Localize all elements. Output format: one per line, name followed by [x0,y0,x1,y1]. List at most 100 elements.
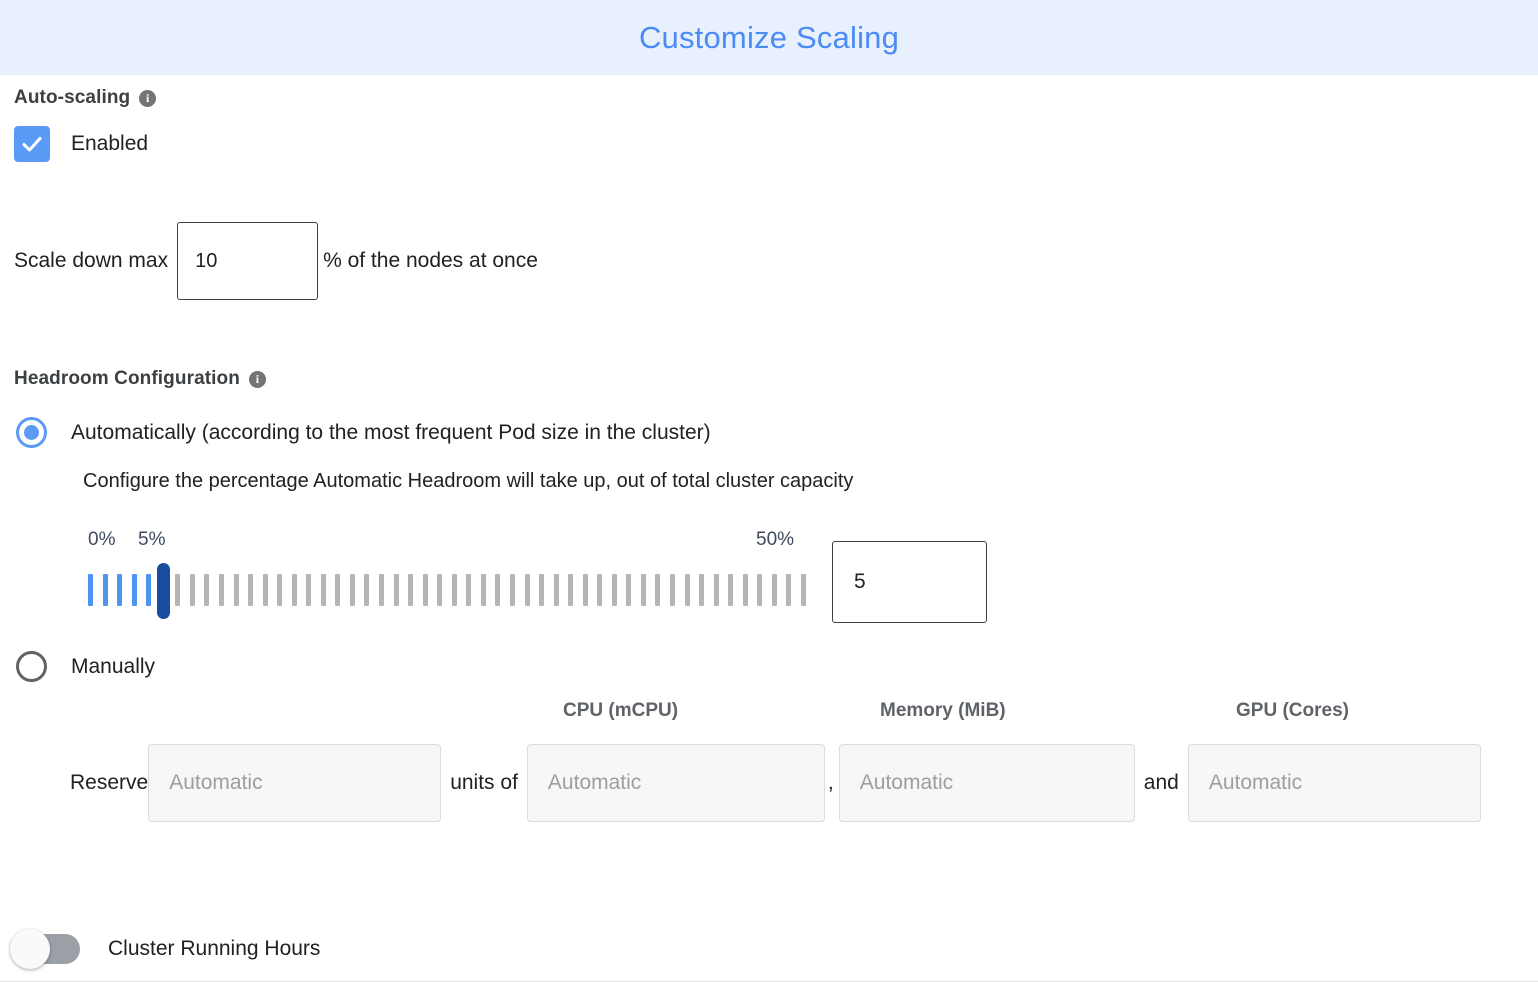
headroom-radio-manually[interactable] [16,651,47,682]
slider-tick [175,574,181,606]
headroom-heading-label: Headroom Configuration [14,368,240,389]
slider-tick [713,574,719,606]
slider-tick [582,574,588,606]
dialog-body: Auto-scaling i Enabled Scale down max % … [0,87,1538,982]
field-label-memory: Memory (MiB) [880,700,1006,721]
slider-tick [699,574,705,606]
scale-down-max-row: Scale down max % of the nodes at once [14,222,1524,300]
toggle-knob [10,929,50,969]
slider-tick [102,574,108,606]
slider-tick [422,574,428,606]
auto-scaling-enabled-row: Enabled [14,126,1524,162]
slider-tick [131,574,137,606]
slider-tick [480,574,486,606]
auto-scaling-info-icon[interactable]: i [139,89,157,107]
slider-tick [597,574,603,606]
slider-tick [146,574,152,606]
slider-tick [335,574,341,606]
slider-tick [466,574,472,606]
field-label-cpu: CPU (mCPU) [563,700,679,721]
slider-tick [786,574,792,606]
cluster-running-hours-label: Cluster Running Hours [108,937,321,960]
dialog-header: Customize Scaling [0,0,1538,75]
slider-tick [117,574,123,606]
slider-tick [553,574,559,606]
slider-current-label: 5% [138,529,166,550]
reserve-units-input[interactable] [148,744,442,822]
slider-tick [218,574,224,606]
slider-max-label: 50% [756,529,795,550]
slider-tick [437,574,443,606]
headroom-slider-block: 0% 5% 50% [14,529,1524,623]
dialog-title: Customize Scaling [638,20,900,55]
auto-scaling-enabled-label: Enabled [71,132,149,155]
auto-scaling-heading-label: Auto-scaling [14,87,131,108]
slider-tick [248,574,254,606]
headroom-slider[interactable]: 0% 5% 50% [76,529,818,619]
headroom-radio-automatic[interactable] [16,417,47,448]
auto-scaling-section-heading: Auto-scaling i [14,87,1524,109]
headroom-option-automatic-description: Configure the percentage Automatic Headr… [83,470,854,492]
headroom-percentage-input[interactable] [832,541,987,623]
slider-tick [233,574,239,606]
units-of-label: units of [450,771,518,794]
slider-tick [611,574,617,606]
slider-tick [742,574,748,606]
manual-field-labels: CPU (mCPU) Memory (MiB) GPU (Cores) [14,700,1524,728]
slider-tick [771,574,777,606]
headroom-info-icon[interactable]: i [248,370,266,388]
slider-tick [204,574,210,606]
headroom-option-manually-label: Manually [71,654,156,678]
slider-tick [800,574,806,606]
slider-tick [495,574,501,606]
check-icon [22,137,42,152]
slider-min-label: 0% [88,529,116,550]
reserve-cpu-input[interactable] [526,744,825,822]
reserve-gpu-input[interactable] [1187,744,1481,822]
slider-tick [684,574,690,606]
reserve-memory-input[interactable] [838,744,1135,822]
scale-down-max-input[interactable] [177,222,319,300]
slider-tick [306,574,312,606]
slider-tick [655,574,661,606]
headroom-option-manually-row[interactable]: Manually [14,651,1524,682]
slider-tick [408,574,414,606]
slider-tick [539,574,545,606]
manual-reserve-row: Reserve units of , and [14,744,1524,822]
slider-tick [728,574,734,606]
slider-tick [393,574,399,606]
slider-tick [262,574,268,606]
manual-reserve-block: CPU (mCPU) Memory (MiB) GPU (Cores) Rese… [14,700,1524,822]
slider-tick [757,574,763,606]
slider-tick [88,574,93,606]
slider-tick [379,574,384,606]
headroom-section-heading: Headroom Configuration i [14,368,1524,390]
slider-tick [349,574,355,606]
slider-tick [451,574,457,606]
slider-tick [509,574,515,606]
slider-tick [524,574,530,606]
slider-track[interactable] [76,563,818,619]
scale-down-max-label: Scale down max [14,249,169,272]
auto-scaling-enabled-checkbox[interactable] [14,126,50,162]
slider-tick [320,574,326,606]
headroom-option-automatic-row[interactable]: Automatically (according to the most fre… [14,417,1524,448]
and-separator: and [1143,771,1179,794]
slider-tick [568,574,574,606]
slider-tick [670,574,675,606]
comma-separator: , [827,771,834,794]
scale-down-max-suffix: % of the nodes at once [323,249,538,272]
reserve-label: Reserve [70,771,149,794]
field-label-gpu: GPU (Cores) [1236,700,1349,721]
slider-scale-labels: 0% 5% 50% [76,529,818,555]
slider-thumb[interactable] [156,563,170,619]
cluster-running-hours-row: Cluster Running Hours [10,929,321,969]
slider-tick [189,574,195,606]
slider-tick [364,574,370,606]
headroom-option-automatic-label: Automatically (according to the most fre… [71,420,711,444]
radio-dot-icon [24,425,39,440]
slider-tick [277,574,283,606]
slider-tick [640,574,646,606]
cluster-running-hours-toggle[interactable] [10,929,80,969]
slider-tick [291,574,297,606]
